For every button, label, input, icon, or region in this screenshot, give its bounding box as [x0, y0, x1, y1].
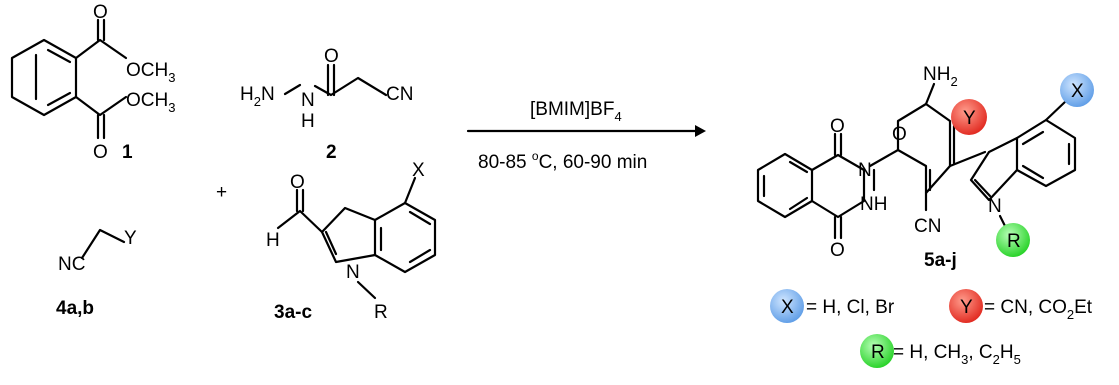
phthalazine-nitrogen: N: [858, 160, 872, 181]
aldehyde-hydrogen: H: [266, 230, 280, 251]
y-bubble: [951, 99, 987, 135]
x-bubble: [1060, 73, 1094, 107]
carbonyl-oxygen: O: [93, 142, 108, 163]
phthalazine-nh: NH: [860, 194, 887, 215]
x-substituent: X: [1071, 81, 1084, 102]
legend-r: R = H, CH3, C2H5: [860, 334, 1021, 368]
aldehyde-oxygen: O: [290, 172, 305, 193]
compound-1: O O OCH3 OCH3 1: [10, 2, 175, 163]
carbonyl-oxygen: O: [830, 116, 845, 137]
hydrazide-nitrogen: N: [301, 90, 315, 111]
methoxy-group: OCH3: [126, 60, 175, 85]
reaction-arrow: [BMIM]BF4 80-85 oC, 60-90 min: [466, 99, 706, 173]
compound-label-5: 5a-j: [924, 250, 957, 271]
compound-label-3: 3a-c: [274, 302, 312, 323]
legend-x: X = H, Cl, Br: [770, 289, 895, 323]
r-legend-bubble: [860, 334, 894, 368]
hydrazide-hydrogen: H: [301, 111, 315, 132]
x-legend-bubble: [770, 289, 804, 323]
amino-group: NH2: [923, 64, 958, 89]
carbonyl-oxygen: O: [830, 240, 845, 261]
compound-2: H2N N H O CN 2: [240, 46, 413, 163]
x-legend-letter: X: [781, 297, 794, 318]
pyran-oxygen: O: [892, 124, 907, 145]
nitrile-group: NC: [58, 254, 85, 275]
reagent-label: [BMIM]BF4: [530, 99, 622, 124]
y-legend-bubble: [949, 289, 983, 323]
compound-4: NC Y 4a,b: [56, 228, 137, 319]
nitrile-group: CN: [386, 84, 413, 105]
carbonyl-oxygen: O: [324, 46, 339, 67]
r-substituent: R: [1007, 231, 1021, 252]
y-substituent: Y: [124, 228, 137, 249]
r-substituent: R: [374, 302, 388, 323]
amino-group: H2N: [240, 84, 275, 109]
plus-sign: +: [216, 182, 227, 203]
y-legend-letter: Y: [960, 297, 973, 318]
y-substituent: Y: [963, 108, 976, 129]
compound-label-4: 4a,b: [56, 298, 94, 319]
x-substituent: X: [412, 160, 425, 181]
nitrile-group: CN: [914, 216, 941, 237]
indole-nitrogen: N: [988, 196, 1002, 217]
methoxy-group: OCH3: [126, 90, 175, 115]
y-legend-text: = CN, CO2Et: [984, 297, 1093, 322]
compound-5: O O N NH O NH2 CN Y N R X 5a-j: [756, 64, 1094, 271]
indole-nitrogen: N: [346, 262, 360, 283]
r-bubble: [996, 223, 1030, 257]
r-legend-text: = H, CH3, C2H5: [893, 342, 1021, 367]
compound-3: X O H N R 3a-c: [266, 160, 437, 323]
compound-label-2: 2: [326, 142, 337, 163]
r-legend-letter: R: [871, 342, 885, 363]
compound-label-1: 1: [122, 142, 133, 163]
carbonyl-oxygen: O: [93, 2, 108, 23]
legend-y: Y = CN, CO2Et: [949, 289, 1093, 323]
conditions-label: 80-85 oC, 60-90 min: [478, 149, 647, 173]
x-legend-text: = H, Cl, Br: [806, 297, 895, 318]
